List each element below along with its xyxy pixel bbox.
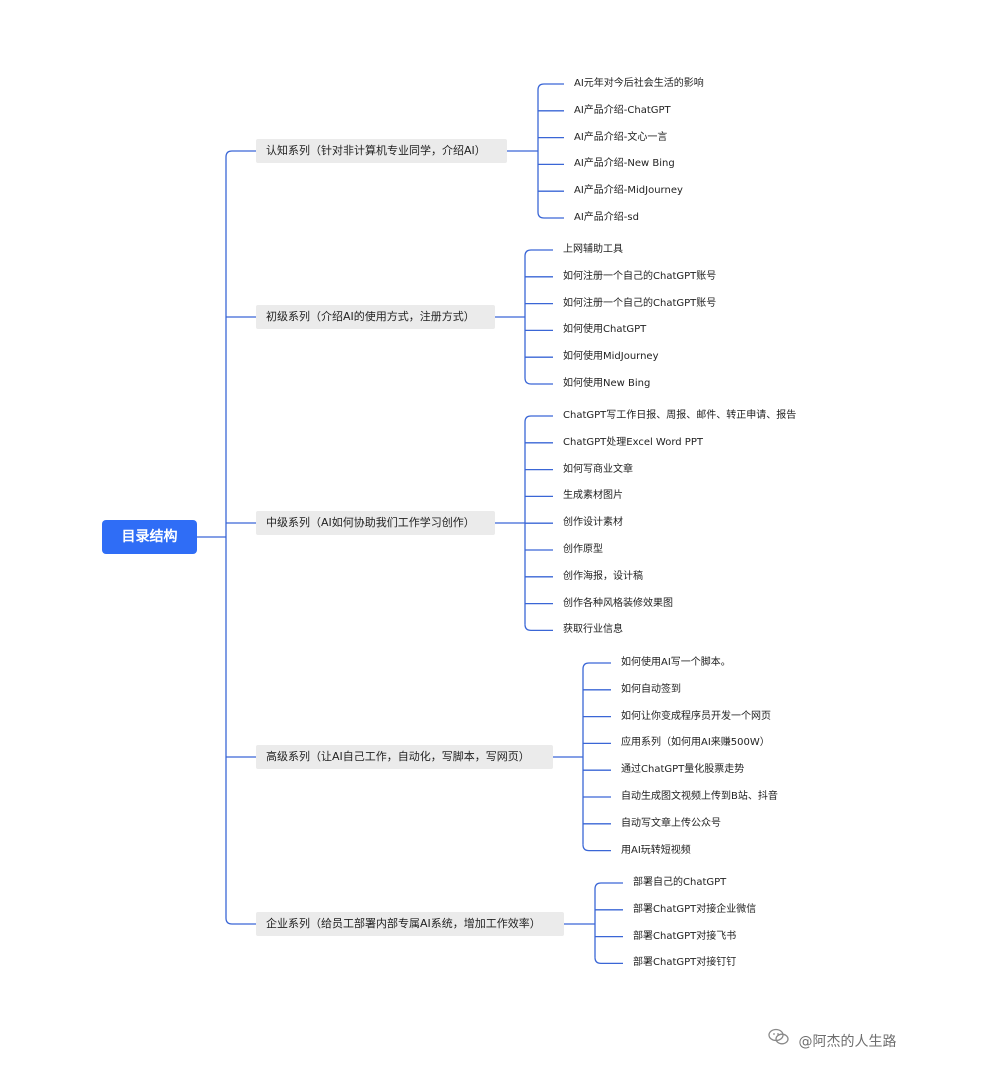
leaf-item: 创作海报，设计稿 — [563, 570, 643, 582]
leaf-item: 创作各种风格装修效果图 — [563, 597, 673, 609]
leaf-connector — [524, 415, 553, 423]
leaf-connector — [582, 844, 611, 852]
leaf-item: 自动写文章上传公众号 — [621, 817, 721, 829]
leaf-item: 如何使用AI写一个脚本。 — [621, 657, 731, 668]
watermark: @阿杰的人生路 — [768, 1022, 968, 1062]
leaf-item: 生成素材图片 — [563, 490, 623, 502]
leaf-item: 创作设计素材 — [563, 517, 623, 529]
branch-line — [225, 917, 256, 925]
leaf-item: AI产品介绍-sd — [574, 212, 639, 223]
watermark-text: @阿杰的人生路 — [798, 1034, 897, 1050]
leaf-connector — [594, 957, 623, 965]
leaf-item: 如何注册一个自己的ChatGPT账号 — [563, 270, 717, 282]
wechat-icon — [768, 1022, 790, 1062]
leaf-item: 如何使用MidJourney — [563, 351, 659, 363]
leaf-item: 部署自己的ChatGPT — [633, 877, 727, 888]
leaf-connector — [524, 249, 553, 257]
leaf-item: 如何写商业文章 — [563, 463, 633, 475]
leaf-item: 自动生成图文视频上传到B站、抖音 — [621, 791, 778, 802]
leaf-connector — [537, 211, 564, 219]
category-node: 高级系列（让AI自己工作，自动化，写脚本，写网页） — [256, 745, 553, 769]
leaf-connector — [582, 662, 611, 670]
leaf-item: AI产品介绍-文心一言 — [574, 131, 668, 143]
leaf-item: 如何使用New Bing — [563, 378, 651, 389]
category-node: 中级系列（AI如何协助我们工作学习创作） — [256, 511, 495, 535]
leaf-item: AI元年对今后社会生活的影响 — [574, 78, 704, 89]
leaf-item: 创作原型 — [563, 544, 603, 555]
leaf-item: 如何自动签到 — [621, 683, 681, 695]
leaf-item: ChatGPT写工作日报、周报、邮件、转正申请、报告 — [563, 410, 797, 421]
root-node: 目录结构 — [102, 520, 197, 554]
leaf-connector — [524, 377, 553, 385]
leaf-item: 上网辅助工具 — [563, 244, 623, 255]
leaf-connector — [594, 882, 623, 890]
leaf-item: 如何注册一个自己的ChatGPT账号 — [563, 297, 717, 309]
leaf-item: 通过ChatGPT量化股票走势 — [621, 764, 745, 776]
leaf-connector — [537, 83, 564, 91]
leaf-item: AI产品介绍-MidJourney — [574, 185, 683, 197]
leaf-item: ChatGPT处理Excel Word PPT — [563, 436, 703, 448]
leaf-item: 应用系列（如何用AI来赚500W） — [621, 737, 770, 749]
category-node: 企业系列（给员工部署内部专属AI系统，增加工作效率） — [256, 912, 564, 936]
leaf-item: 如何使用ChatGPT — [563, 324, 647, 336]
leaf-item: 部署ChatGPT对接飞书 — [633, 930, 737, 942]
leaf-item: AI产品介绍-ChatGPT — [574, 104, 671, 116]
leaf-connector — [524, 624, 553, 632]
leaf-item: 用AI玩转短视频 — [621, 844, 691, 856]
leaf-item: 如何让你变成程序员开发一个网页 — [621, 710, 771, 722]
leaf-item: 部署ChatGPT对接企业微信 — [633, 903, 757, 915]
branch-line — [225, 150, 256, 158]
leaf-item: 部署ChatGPT对接钉钉 — [633, 957, 737, 969]
leaf-item: AI产品介绍-New Bing — [574, 158, 675, 170]
leaf-item: 获取行业信息 — [563, 624, 623, 636]
category-node: 认知系列（针对非计算机专业同学，介绍AI） — [256, 139, 507, 163]
category-node: 初级系列（介绍AI的使用方式，注册方式） — [256, 305, 495, 329]
